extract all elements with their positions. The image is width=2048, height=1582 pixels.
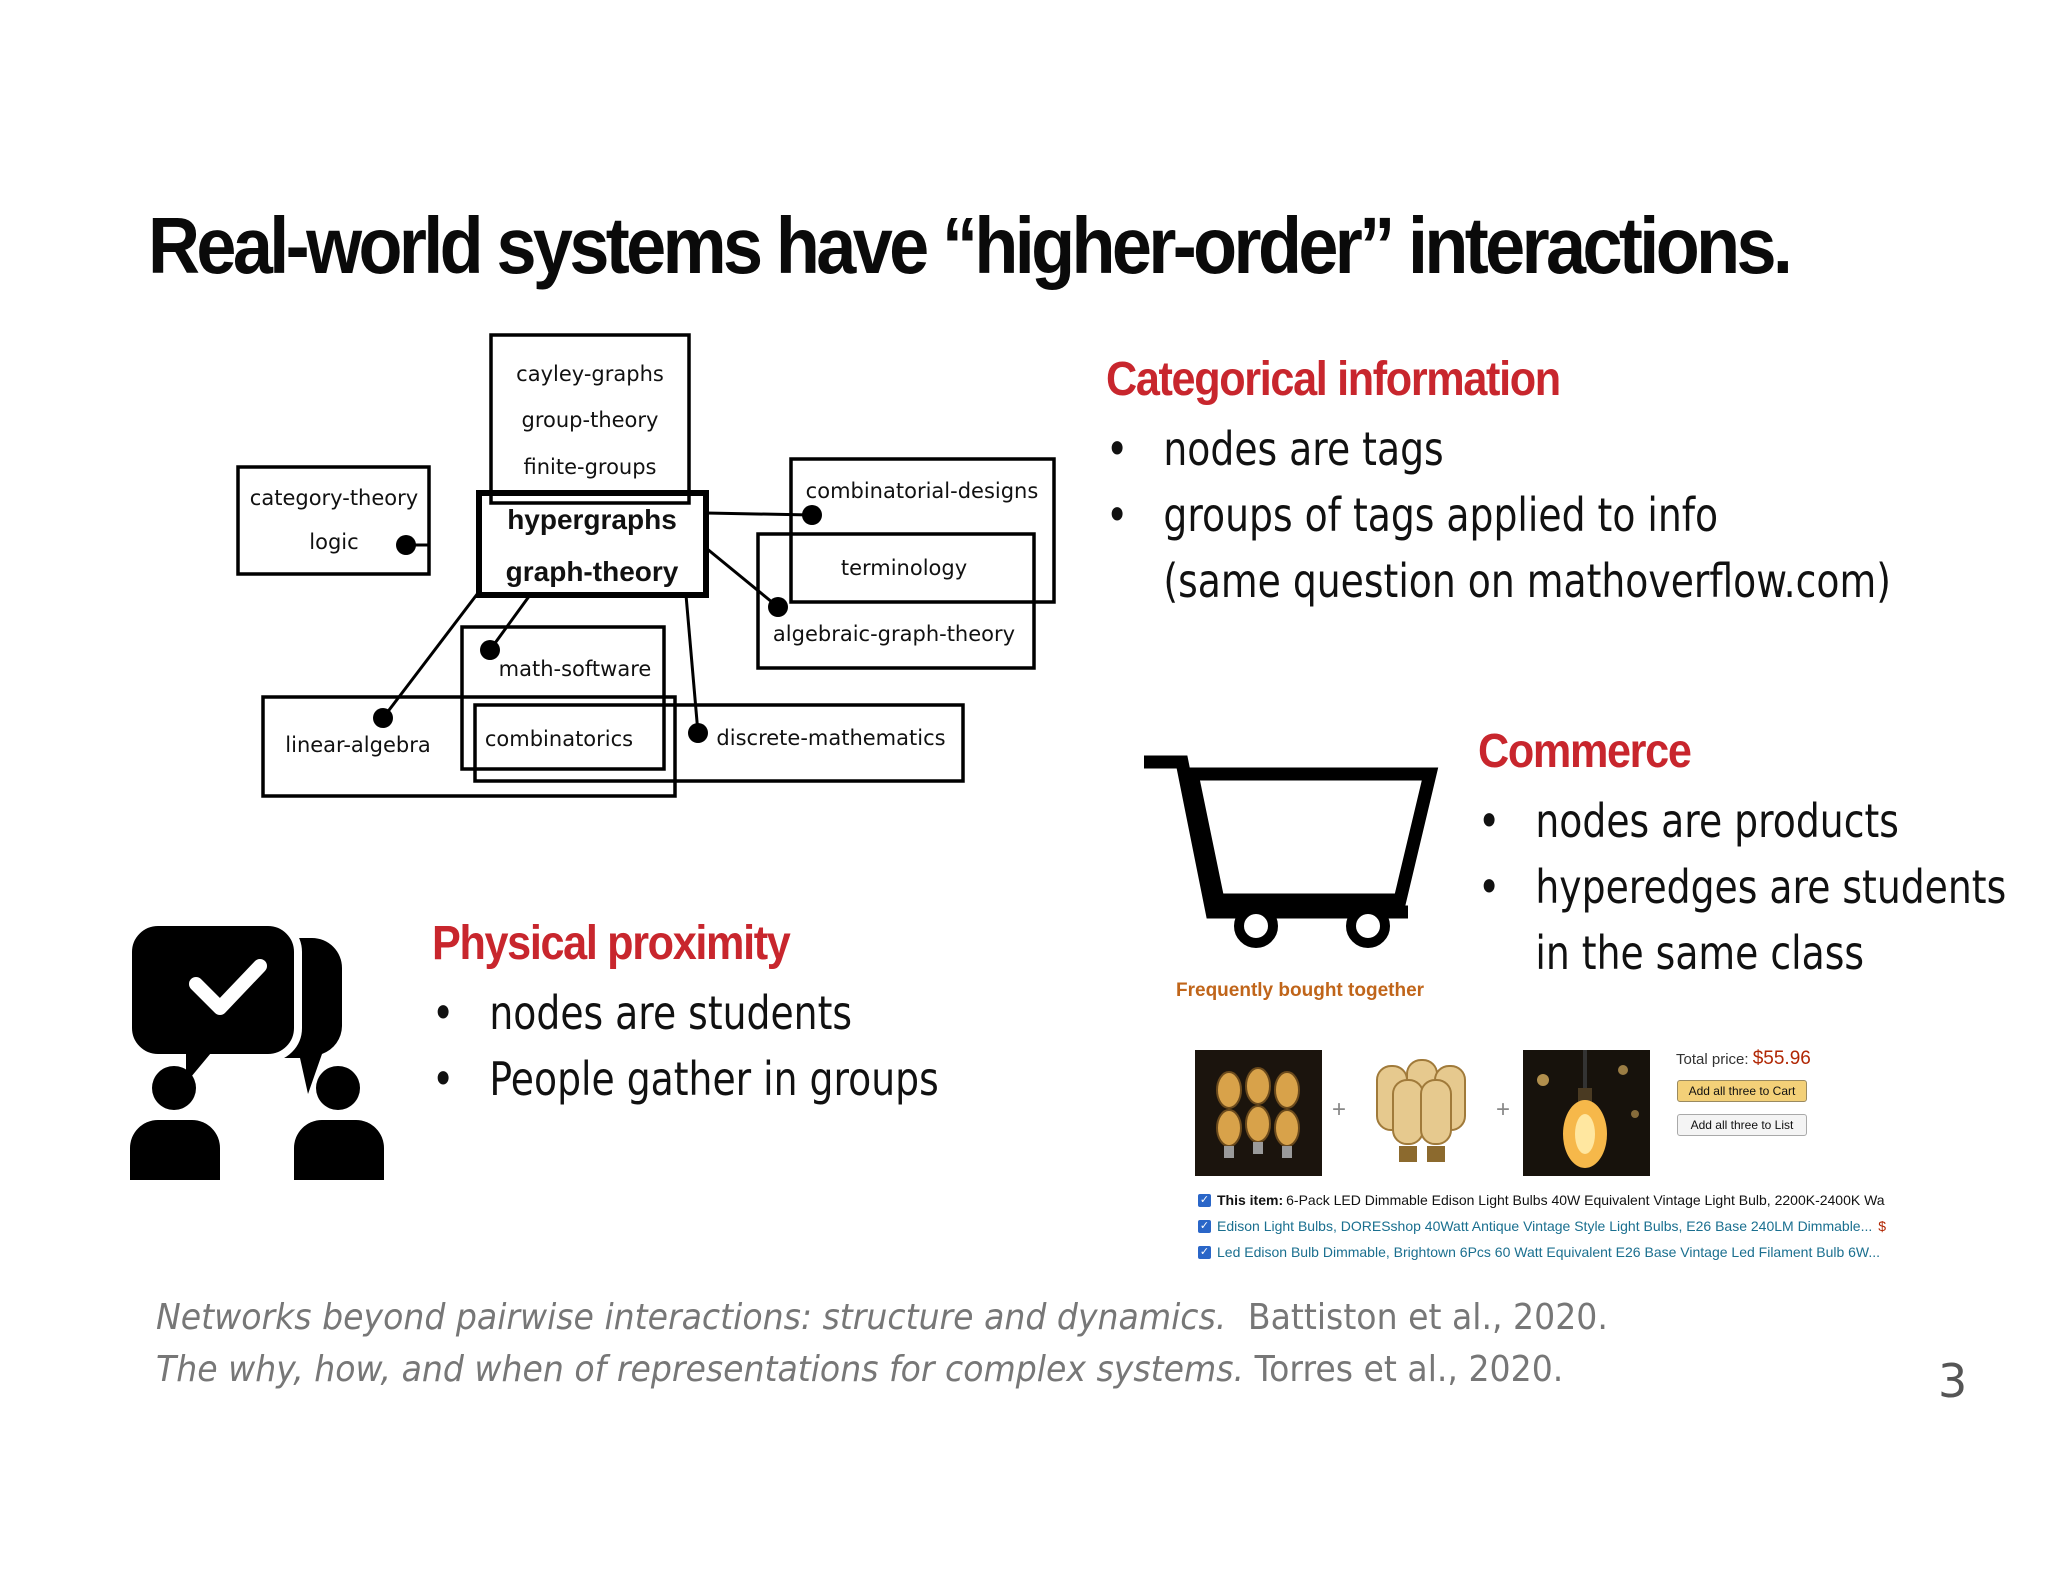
- hyperedge-discrete: [473, 703, 965, 783]
- node-discrete-mathematics: discrete-mathematics: [716, 726, 945, 750]
- node-combinatorics: combinatorics: [485, 727, 633, 751]
- node-linear-algebra-dot: [373, 708, 393, 728]
- add-all-to-list-button[interactable]: Add all three to List: [1677, 1114, 1807, 1136]
- checkbox-checked-icon[interactable]: ✓: [1198, 1245, 1211, 1259]
- hyperedge-category: [236, 465, 431, 576]
- item-title[interactable]: Led Edison Bulb Dimmable, Brightown 6Pcs…: [1217, 1244, 1881, 1260]
- total-price: Total price: $55.96: [1676, 1048, 1811, 1070]
- list-item: •groups of tags applied to info: [1106, 488, 1719, 542]
- node-linear-algebra: linear-algebra: [285, 733, 430, 757]
- physical-bullets: •nodes are students •People gather in gr…: [432, 980, 939, 1112]
- fbt-heading: Frequently bought together: [1176, 980, 1425, 1001]
- node-graph-theory: graph-theory: [506, 556, 679, 587]
- plus-sign: +: [1496, 1096, 1511, 1123]
- list-item: ✓ Led Edison Bulb Dimmable, Brightown 6P…: [1198, 1239, 1938, 1265]
- page-number: 3: [1938, 1354, 1968, 1408]
- plus-sign: +: [1332, 1096, 1347, 1123]
- list-item: •hyperedges are students: [1478, 860, 2007, 914]
- checkbox-checked-icon[interactable]: ✓: [1198, 1219, 1211, 1233]
- checkbox-checked-icon[interactable]: ✓: [1198, 1193, 1211, 1207]
- hyperedge-center: [476, 490, 709, 598]
- node-terminology: terminology: [841, 556, 967, 580]
- total-price-label: Total price:: [1676, 1051, 1749, 1068]
- people-chat-icon: [126, 920, 384, 1180]
- node-logic: logic: [309, 530, 358, 554]
- node-discrete-mathematics-dot: [688, 723, 708, 743]
- commerce-bullets: •nodes are products •hyperedges are stud…: [1478, 788, 2006, 986]
- node-algebraic-graph-theory: algebraic-graph-theory: [773, 622, 1015, 646]
- item-price: $: [1878, 1218, 1887, 1234]
- citation-authors: Battiston et al., 2020.: [1247, 1297, 1608, 1338]
- node-finite-groups: finite-groups: [523, 455, 656, 479]
- node-combinatorial-designs-dot: [802, 505, 822, 525]
- list-item: •nodes are products: [1478, 794, 1899, 848]
- total-price-value: $55.96: [1752, 1048, 1811, 1069]
- categorical-bullets: •nodes are tags •groups of tags applied …: [1106, 416, 1891, 614]
- fbt-item-list: ✓ This item: 6-Pack LED Dimmable Edison …: [1198, 1187, 1938, 1265]
- physical-heading: Physical proximity: [432, 917, 791, 970]
- citation-authors: Torres et al., 2020.: [1254, 1349, 1564, 1390]
- list-item: ✓ Edison Light Bulbs, DORESshop 40Watt A…: [1198, 1213, 1938, 1239]
- item-title[interactable]: Edison Light Bulbs, DORESshop 40Watt Ant…: [1217, 1218, 1873, 1234]
- node-algebraic-graph-theory-dot: [768, 597, 788, 617]
- citation-2: The why, how, and when of representation…: [156, 1344, 1563, 1396]
- node-group-theory: group-theory: [522, 408, 659, 432]
- product-image-3[interactable]: [1523, 1050, 1650, 1176]
- node-math-software-dot: [480, 640, 500, 660]
- product-image-2[interactable]: [1357, 1050, 1485, 1176]
- product-image-1[interactable]: [1195, 1050, 1322, 1176]
- list-item: •People gather in groups: [432, 1052, 939, 1106]
- add-all-to-cart-button[interactable]: Add all three to Cart: [1677, 1080, 1807, 1102]
- list-item-continuation: (same question on mathoverflow.com): [1163, 554, 1891, 608]
- list-item: •nodes are students: [432, 986, 853, 1040]
- shopping-cart-icon: [1144, 755, 1439, 948]
- node-category-theory: category-theory: [250, 486, 418, 510]
- list-item-continuation: in the same class: [1535, 926, 1865, 980]
- slide-title: Real-world systems have “higher-order” i…: [148, 201, 1793, 290]
- hyperedge-algebraic: [756, 532, 1036, 670]
- item-title: 6-Pack LED Dimmable Edison Light Bulbs 4…: [1286, 1192, 1885, 1208]
- hyperedge-linear: [261, 695, 677, 798]
- node-combinatorial-designs: combinatorial-designs: [806, 479, 1039, 503]
- this-item-label: This item:: [1217, 1192, 1284, 1208]
- list-item: ✓ This item: 6-Pack LED Dimmable Edison …: [1198, 1187, 1938, 1213]
- node-hypergraphs: hypergraphs: [507, 504, 677, 535]
- categorical-heading: Categorical information: [1106, 353, 1561, 406]
- node-math-software: math-software: [499, 657, 652, 681]
- hyperedge-top: [489, 333, 691, 505]
- commerce-heading: Commerce: [1478, 725, 1692, 778]
- node-cayley-graphs: cayley-graphs: [516, 362, 664, 386]
- hypergraph-diagram: cayley-graphs group-theory finite-groups…: [236, 333, 1056, 798]
- citation-title: Networks beyond pairwise interactions: s…: [156, 1297, 1227, 1338]
- hyperedge-combinatorial: [789, 457, 1056, 604]
- citation-title: The why, how, and when of representation…: [156, 1349, 1245, 1390]
- list-item: •nodes are tags: [1106, 422, 1444, 476]
- node-logic-dot: [396, 535, 416, 555]
- citation-1: Networks beyond pairwise interactions: s…: [156, 1292, 1608, 1344]
